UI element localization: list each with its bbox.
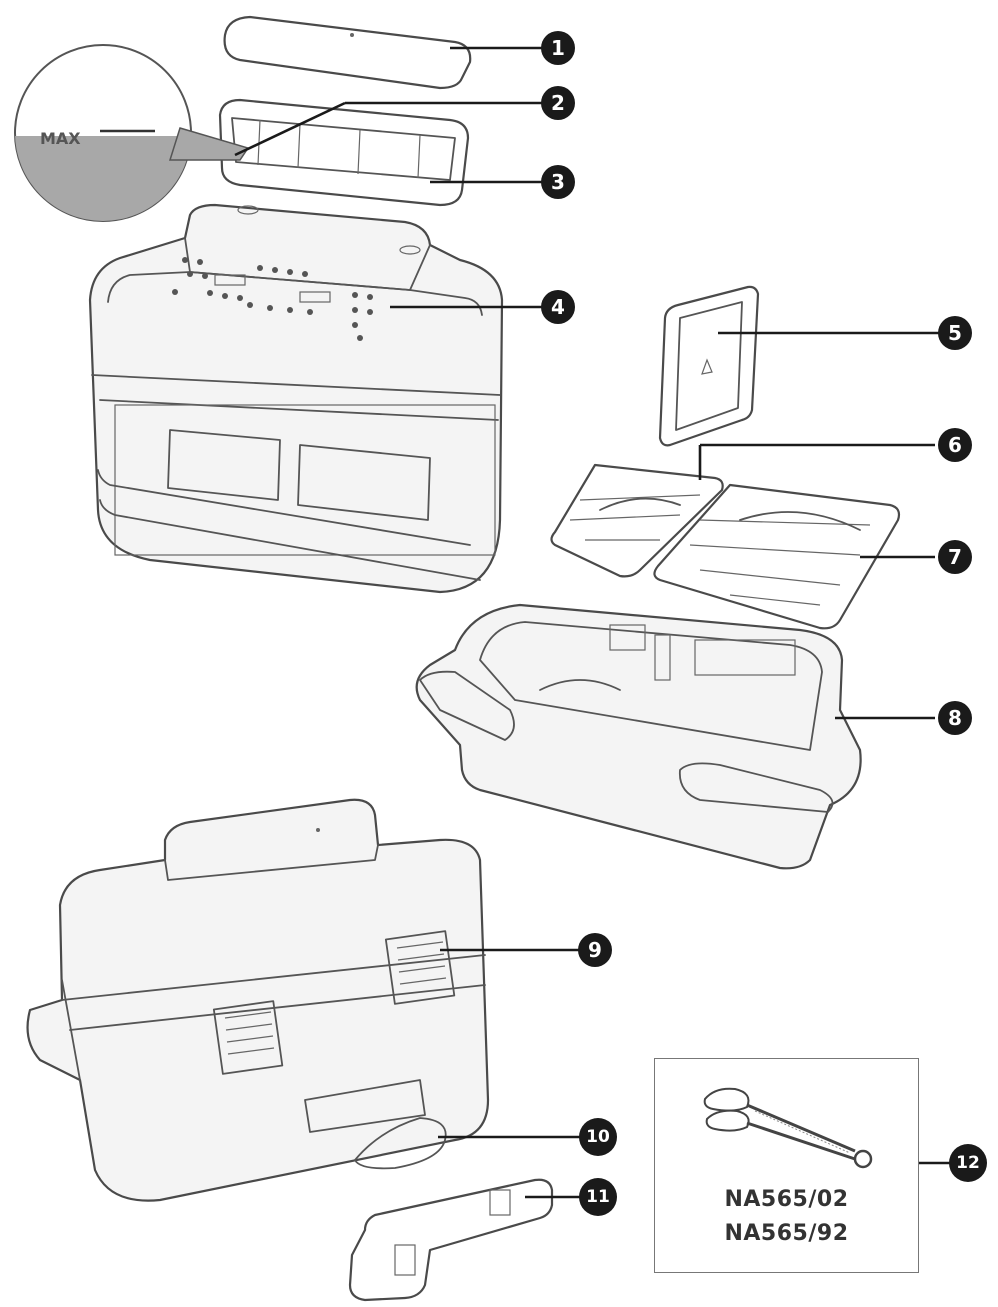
max-label: MAX bbox=[40, 129, 81, 148]
callout-12: 12 bbox=[949, 1144, 987, 1182]
part-lid bbox=[223, 15, 472, 90]
part-rear-unit bbox=[26, 798, 490, 1202]
part-crisper-plates bbox=[550, 463, 901, 630]
svg-text:11: 11 bbox=[586, 1187, 610, 1207]
callout-8: 8 bbox=[938, 701, 972, 735]
callout-4: 4 bbox=[541, 290, 575, 324]
model-number-2: NA565/92 bbox=[724, 1221, 849, 1246]
callout-1: 1 bbox=[541, 31, 575, 65]
callout-6: 6 bbox=[938, 428, 972, 462]
callout-9: 9 bbox=[578, 933, 612, 967]
tongs-icon bbox=[703, 1087, 873, 1169]
svg-text:10: 10 bbox=[586, 1127, 610, 1147]
svg-text:5: 5 bbox=[948, 321, 962, 345]
svg-text:4: 4 bbox=[551, 295, 565, 319]
leader-lines bbox=[234, 46, 955, 1199]
part-clip bbox=[348, 1178, 554, 1302]
part-main-unit bbox=[88, 203, 504, 594]
svg-text:1: 1 bbox=[551, 36, 565, 60]
svg-text:3: 3 bbox=[551, 170, 565, 194]
svg-text:7: 7 bbox=[948, 545, 962, 569]
svg-text:12: 12 bbox=[956, 1153, 980, 1173]
callout-11: 11 bbox=[579, 1178, 617, 1216]
svg-text:8: 8 bbox=[948, 706, 962, 730]
part-divider bbox=[658, 285, 760, 447]
svg-text:6: 6 bbox=[948, 433, 962, 457]
callout-5: 5 bbox=[938, 316, 972, 350]
svg-text:9: 9 bbox=[588, 938, 602, 962]
callout-7: 7 bbox=[938, 540, 972, 574]
callout-10: 10 bbox=[579, 1118, 617, 1156]
callout-3: 3 bbox=[541, 165, 575, 199]
part-drawer bbox=[415, 603, 862, 870]
model-number-1: NA565/02 bbox=[724, 1187, 849, 1212]
callout-2: 2 bbox=[541, 86, 575, 120]
accessory-box: NA565/02 NA565/92 bbox=[654, 1058, 919, 1273]
svg-text:2: 2 bbox=[551, 91, 565, 115]
part-water-tray bbox=[218, 98, 470, 207]
